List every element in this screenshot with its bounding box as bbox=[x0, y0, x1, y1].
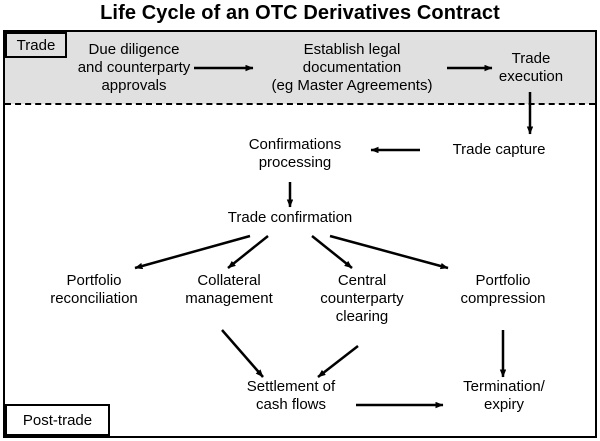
node-termination-expiry: Termination/ expiry bbox=[463, 378, 545, 413]
trade-zone-label: Trade bbox=[5, 32, 67, 58]
node-collateral-management: Collateral management bbox=[185, 272, 273, 307]
node-trade-capture: Trade capture bbox=[452, 141, 546, 158]
node-trade-execution: Trade execution bbox=[498, 50, 564, 85]
post-trade-zone-label: Post-trade bbox=[5, 404, 110, 436]
node-portfolio-reconciliation: Portfolio reconciliation bbox=[50, 272, 138, 307]
zone-divider bbox=[5, 103, 595, 105]
node-portfolio-compression: Portfolio compression bbox=[460, 272, 546, 307]
trade-zone-band bbox=[5, 32, 595, 104]
node-establish-legal: Establish legal documentation (eg Master… bbox=[271, 41, 433, 94]
node-confirmations-processing: Confirmations processing bbox=[248, 136, 342, 171]
node-trade-confirmation: Trade confirmation bbox=[227, 209, 353, 226]
node-due-diligence: Due diligence and counterparty approvals bbox=[77, 41, 191, 94]
page-title: Life Cycle of an OTC Derivatives Contrac… bbox=[100, 2, 500, 24]
node-settlement-cash-flows: Settlement of cash flows bbox=[246, 378, 336, 413]
node-central-counterparty-clearing: Central counterparty clearing bbox=[320, 272, 404, 325]
